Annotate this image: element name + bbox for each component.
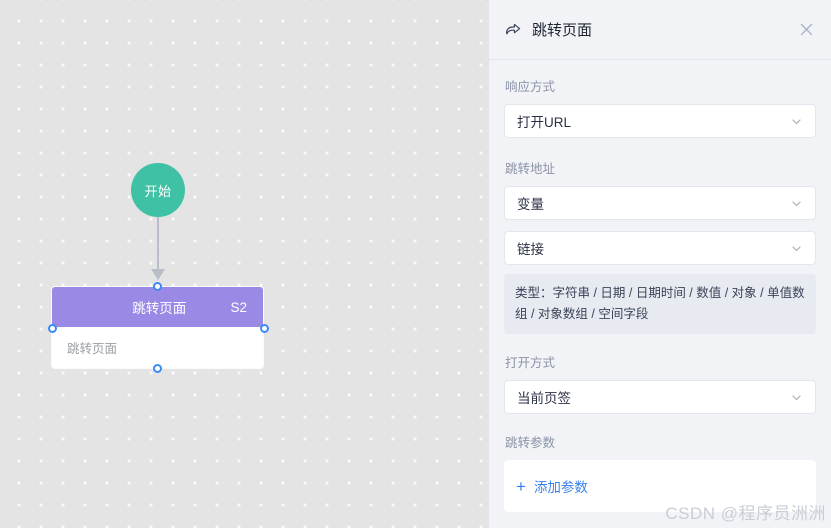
flow-node-header[interactable]: 跳转页面 S2: [52, 287, 263, 327]
label-jump-params: 跳转参数: [505, 436, 556, 451]
add-param-label: 添加参数: [533, 480, 588, 496]
flow-node-jump-page[interactable]: 跳转页面 S2 跳转页面: [52, 287, 263, 368]
chevron-down-icon: [790, 391, 803, 404]
select-jump-address-source-value: 变量: [517, 197, 544, 212]
flow-node-start[interactable]: 开始: [131, 163, 185, 217]
label-open-mode: 打开方式: [505, 356, 556, 371]
jump-params-card: + 添加参数: [504, 460, 816, 513]
select-open-mode[interactable]: 当前页签: [504, 380, 816, 415]
node-handle-top[interactable]: [153, 282, 162, 291]
select-jump-address-target[interactable]: 链接: [504, 231, 816, 265]
select-response-mode-value: 打开URL: [517, 115, 572, 130]
flow-node-body-text: 跳转页面: [67, 341, 118, 356]
node-handle-left[interactable]: [48, 324, 57, 333]
chevron-down-icon: [790, 242, 803, 255]
panel-body: 响应方式 打开URL 跳转地址 变量 链接 类型：字符串 / 日期: [489, 60, 831, 513]
flow-connector-line: [157, 217, 159, 277]
flow-connector-arrowhead-icon: [151, 269, 165, 280]
flow-canvas[interactable]: 开始 跳转页面 S2 跳转页面: [0, 0, 489, 528]
chevron-down-icon: [790, 115, 803, 128]
select-open-mode-value: 当前页签: [517, 391, 571, 407]
select-jump-address-target-value: 链接: [517, 242, 544, 257]
start-node-label: 开始: [144, 183, 172, 199]
panel-header: 跳转页面: [489, 0, 831, 60]
node-handle-right[interactable]: [260, 324, 269, 333]
plus-icon: +: [516, 476, 526, 496]
label-jump-address: 跳转地址: [505, 162, 556, 176]
select-jump-address-source[interactable]: 变量: [504, 186, 816, 220]
close-icon[interactable]: [795, 18, 817, 40]
chevron-down-icon: [790, 197, 803, 210]
flow-node-badge: S2: [230, 299, 247, 315]
watermark: CSDN @程序员洲洲: [665, 504, 826, 523]
config-panel: 跳转页面 响应方式 打开URL 跳转地址 变量: [489, 0, 831, 528]
select-response-mode[interactable]: 打开URL: [504, 104, 816, 138]
node-handle-bottom[interactable]: [153, 364, 162, 373]
redirect-arrow-icon: [503, 20, 523, 40]
panel-title: 跳转页面: [532, 22, 593, 39]
label-response-mode: 响应方式: [505, 80, 556, 94]
jump-address-type-hint: 类型：字符串 / 日期 / 日期时间 / 数值 / 对象 / 单值数组 / 对象…: [504, 274, 816, 335]
flow-node-title: 跳转页面: [132, 301, 187, 316]
add-param-button[interactable]: + 添加参数: [516, 476, 588, 496]
flow-node-body[interactable]: 跳转页面: [52, 327, 263, 368]
